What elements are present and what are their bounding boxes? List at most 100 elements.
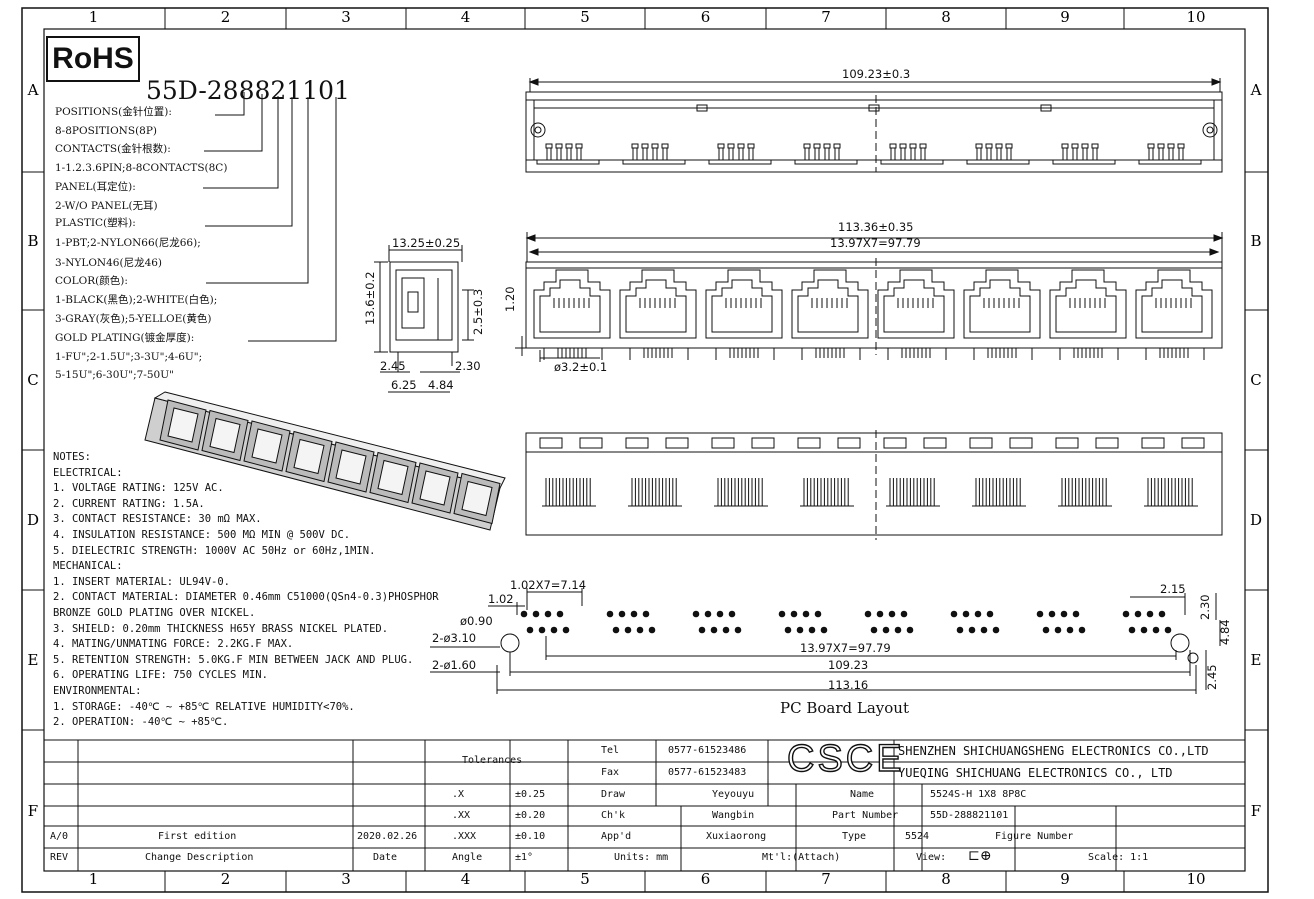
tb-name: 5524S-H 1X8 8P8C (930, 789, 1027, 800)
grid-row-label: A (1250, 81, 1262, 99)
tb-units: Units: mm (614, 852, 669, 863)
company-logo: CSCE (786, 737, 905, 780)
note-line: ENVIRONMENTAL: (53, 685, 142, 697)
tb-rev-desc: First edition (158, 831, 237, 842)
part-legend-line: CONTACTS(金针根数): (55, 143, 171, 155)
tb-company1: SHENZHEN SHICHUANGSHENG ELECTRONICS CO.,… (898, 744, 1209, 758)
part-legend-line: 5-15U";6-30U";7-50U" (55, 369, 174, 381)
tb-tel-label: Tel (601, 745, 620, 756)
part-legend-line: 1-BLACK(黑色);2-WHITE(白色); (55, 294, 218, 306)
note-line: 3. CONTACT RESISTANCE: 30 mΩ MAX. (53, 513, 262, 526)
tb-fax: 0577-61523483 (668, 767, 747, 778)
grid-col-label: 7 (821, 870, 831, 888)
tb-scale: Scale: 1:1 (1088, 852, 1149, 863)
tb-tolerances: Tolerances (462, 755, 523, 766)
dim-side-pin: 2.5±0.3 (471, 288, 485, 335)
grid-row-label: B (1250, 232, 1261, 250)
grid-col-label: 4 (461, 870, 471, 888)
tb-rev-h-rev: REV (50, 852, 69, 863)
grid-col-label: 4 (461, 8, 471, 26)
grid-col-label: 1 (89, 870, 99, 888)
note-line: MECHANICAL: (53, 560, 123, 573)
tb-type: 5524 (905, 831, 930, 842)
grid-row-label: B (27, 232, 38, 250)
note-line: BRONZE GOLD PLATING OVER NICKEL. (53, 607, 256, 619)
rohs-mark: RoHS (46, 36, 140, 82)
part-legend-line: PANEL(耳定位): (55, 181, 136, 193)
grid-col-label: 8 (941, 870, 951, 888)
part-legend-line: POSITIONS(金针位置): (55, 106, 172, 118)
tb-draw: Yeyouyu (712, 789, 755, 800)
projection-symbol-icon: ⊏⊕ (968, 848, 992, 864)
dim-pcb-pitch-top: 1.02X7=7.14 (510, 578, 587, 592)
note-line: 2. OPERATION: -40℃ ~ +85℃. (53, 716, 229, 729)
tb-tol-val: ±0.25 (515, 789, 546, 800)
tb-pn: 55D-288821101 (930, 810, 1009, 821)
dim-top-overall: 109.23±0.3 (842, 67, 911, 81)
tb-app: Xuxiaorong (706, 831, 767, 842)
dim-pcb-10923: 109.23 (828, 658, 869, 672)
tb-chk-label: Ch'k (601, 810, 626, 821)
grid-col-label: 5 (580, 8, 590, 26)
note-line: 6. OPERATING LIFE: 750 CYCLES MIN. (53, 669, 268, 682)
tb-tol-key: .XXX (452, 831, 477, 842)
dim-front-pitch: 13.97X7=97.79 (830, 236, 921, 250)
dim-pcb-310: 2-ø3.10 (432, 631, 477, 645)
part-legend-line: 3-GRAY(灰色);5-YELLOE(黄色) (55, 313, 212, 325)
note-line: 1. INSERT MATERIAL: UL94V-0. (53, 575, 231, 588)
note-line: 4. MATING/UNMATING FORCE: 2.2KG.F MAX. (53, 638, 294, 651)
dim-side-c: 6.25 (391, 378, 417, 392)
grid-row-label: F (1251, 802, 1261, 820)
tb-rev-code: A/0 (50, 831, 69, 842)
grid-col-label: 2 (221, 870, 231, 888)
tb-rev-h-desc: Change Description (145, 852, 254, 863)
grid-col-label: 10 (1186, 8, 1205, 26)
grid-row-label: C (27, 371, 38, 389)
grid-row-label: E (28, 651, 39, 669)
dim-pcb-090: ø0.90 (460, 614, 493, 628)
tb-type-label: Type (842, 831, 867, 842)
tb-tol-val: ±1° (515, 852, 534, 863)
grid-col-label: 2 (221, 8, 231, 26)
dim-pcb-160: 2-ø1.60 (432, 658, 477, 672)
dim-pcb-215: 2.15 (1160, 582, 1186, 596)
note-line: NOTES: (53, 451, 91, 463)
dim-pcb-484: 4.84 (1218, 619, 1232, 645)
tb-fig-label: Figure Number (995, 831, 1074, 842)
pcb-caption: PC Board Layout (780, 699, 909, 717)
dim-front-overall: 113.36±0.35 (838, 220, 914, 234)
tb-tol-val: ±0.10 (515, 831, 546, 842)
part-legend-line: 1-1.2.3.6PIN;8-8CONTACTS(8C) (55, 162, 228, 174)
dim-front-height: 1.20 (503, 286, 517, 312)
grid-row-label: E (1251, 651, 1262, 669)
note-line: 2. CONTACT MATERIAL: DIAMETER 0.46mm C51… (53, 591, 439, 604)
tb-view-label: View: (916, 852, 947, 863)
note-line: 1. VOLTAGE RATING: 125V AC. (53, 482, 224, 495)
tb-tol-val: ±0.20 (515, 810, 546, 821)
part-legend-line: 2-W/O PANEL(无耳) (55, 200, 158, 212)
grid-col-label: 1 (89, 8, 99, 26)
grid-row-label: A (27, 81, 39, 99)
part-legend-line: COLOR(颜色): (55, 275, 128, 287)
tb-tol-key: .XX (452, 810, 471, 821)
dim-pcb-230: 2.30 (1198, 594, 1212, 620)
grid-col-label: 5 (580, 870, 590, 888)
grid-col-label: 8 (941, 8, 951, 26)
tb-company2: YUEQING SHICHUANG ELECTRONICS CO., LTD (898, 766, 1173, 780)
grid-col-label: 10 (1186, 870, 1205, 888)
note-line: ELECTRICAL: (53, 466, 123, 479)
part-code: 55D-288821101 (146, 76, 350, 105)
tb-chk: Wangbin (712, 810, 755, 821)
dim-front-hole: ø3.2±0.1 (554, 360, 608, 374)
tb-pn-label: Part Number (832, 810, 899, 821)
dim-pcb-11316: 113.16 (828, 678, 869, 692)
tb-rev-h-date: Date (373, 852, 398, 863)
grid-row-label: D (27, 511, 39, 529)
part-legend-line: 1-PBT;2-NYLON66(尼龙66); (55, 237, 201, 249)
dim-side-height: 13.6±0.2 (363, 271, 377, 325)
grid-col-label: 3 (341, 8, 351, 26)
note-line: 5. DIELECTRIC STRENGTH: 1000V AC 50Hz or… (53, 544, 376, 557)
tb-tol-key: .X (452, 789, 465, 800)
dim-side-d: 4.84 (428, 378, 454, 392)
part-legend-line: PLASTIC(塑料): (55, 217, 136, 229)
